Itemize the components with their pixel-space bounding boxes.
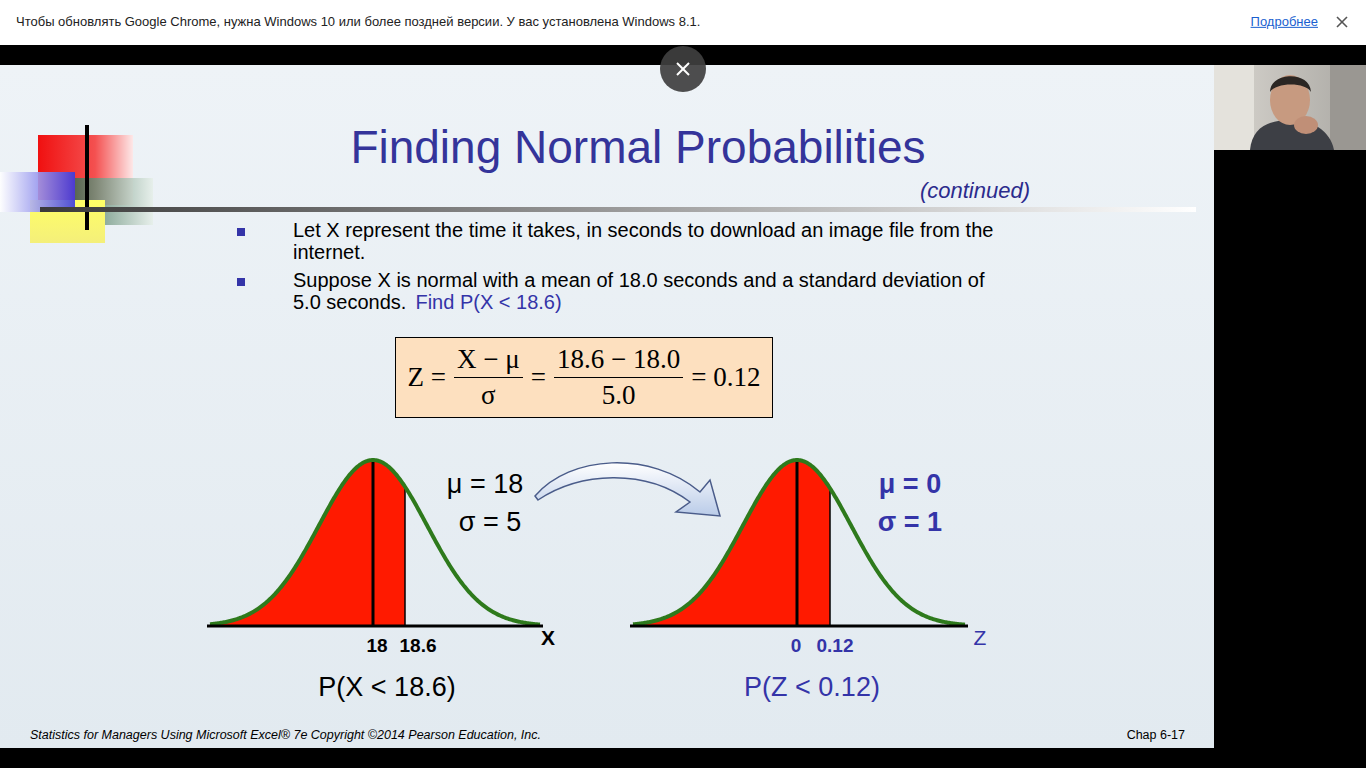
formula-text: = 0.12: [687, 362, 764, 392]
axis-name: Z: [974, 626, 987, 649]
probability-label: P(Z < 0.12): [744, 673, 880, 703]
webcam-view: [1214, 65, 1366, 150]
bullet-highlight: Find P(X < 18.6): [415, 291, 561, 313]
mean-label: μ = 0: [879, 470, 941, 500]
bullet-item: Suppose X is normal with a mean of 18.0 …: [293, 269, 1013, 313]
overlay-close-button: [660, 46, 706, 92]
more-link: Подробнее: [1251, 15, 1318, 29]
bullet-text: Let X represent the time it takes, in se…: [293, 219, 1013, 263]
continued-note: (continued): [920, 179, 1030, 203]
axis-name: X: [541, 626, 555, 649]
fraction-numerator: X − μ: [454, 344, 523, 378]
bullet-square: [237, 278, 245, 286]
slide-logo: [0, 125, 153, 243]
formula-text: =: [527, 362, 550, 392]
mean-line: [796, 460, 799, 626]
axis-tick: 18: [366, 636, 387, 657]
probability-label: P(X < 18.6): [318, 673, 455, 703]
axis-tick: 0.12: [817, 636, 854, 657]
fraction-denominator: σ: [481, 378, 496, 411]
slide: [0, 65, 1214, 748]
sd-label: σ = 1: [878, 508, 942, 538]
notification-text: Чтобы обновлять Google Chrome, нужна Win…: [16, 15, 700, 29]
bullet-square: [237, 228, 245, 236]
slide-title: Finding Normal Probabilities: [350, 122, 925, 173]
formula-box: Z =X − μσ =18.6 − 18.05.0 = 0.12: [395, 337, 774, 418]
side-panel: [1214, 65, 1366, 768]
mean-line: [372, 460, 375, 626]
title-rule: [40, 207, 1196, 212]
normal-curve: [210, 460, 540, 625]
cut-line: [404, 487, 406, 626]
footer-page: Chap 6-17: [1127, 729, 1185, 743]
footer-copyright: Statistics for Managers Using Microsoft …: [30, 729, 541, 743]
fraction-denominator: 5.0: [602, 378, 636, 411]
close-icon: [1337, 17, 1347, 27]
sd-label: σ = 5: [459, 508, 521, 538]
notification-bar: [0, 0, 1366, 45]
normal-curves: [207, 460, 968, 626]
axis-line: [207, 625, 543, 628]
transform-arrow: [535, 463, 720, 516]
mean-label: μ = 18: [447, 470, 523, 500]
bullet-text: Suppose X is normal with a mean of 18.0 …: [293, 269, 985, 313]
axis-line: [630, 625, 968, 628]
fraction-numerator: 18.6 − 18.0: [554, 344, 683, 378]
black-band: [0, 748, 1366, 768]
cut-line: [829, 488, 831, 626]
axis-tick: 18.6: [400, 636, 437, 657]
formula-text: Z =: [404, 362, 450, 392]
axis-tick: 0: [791, 636, 802, 657]
